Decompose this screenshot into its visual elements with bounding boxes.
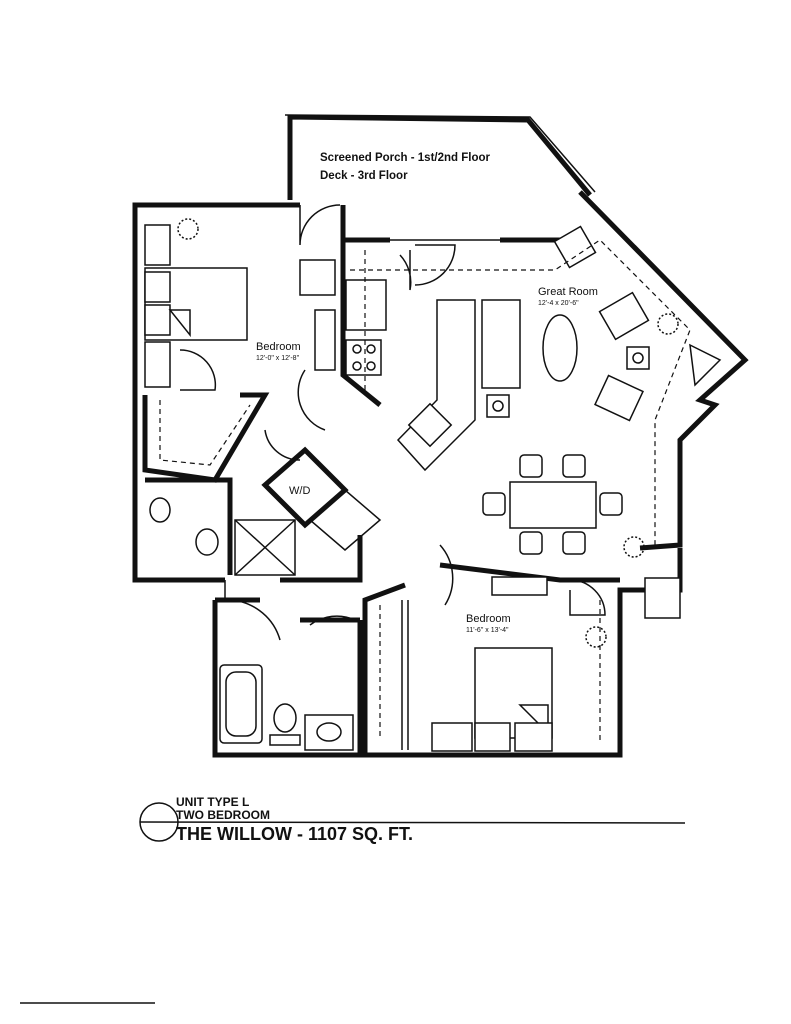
title-block: UNIT TYPE L TWO BEDROOM THE WILLOW - 110… [139,795,686,844]
bedroom-1-label: Bedroom [256,341,301,353]
laundry-label: W/D [289,485,310,497]
deck-label: Deck - 3rd Floor [320,170,408,182]
bathroom-2 [219,664,354,751]
porch-label: Screened Porch - 1st/2nd Floor [320,152,491,164]
bedroom-count: TWO BEDROOM [176,808,270,822]
bedroom-2-label: Bedroom [466,613,511,625]
bedroom-1-furniture [144,224,336,388]
unit-type: UNIT TYPE L [176,795,249,809]
kitchen [345,250,521,472]
great-room-furniture [350,225,722,555]
laundry-closet [261,446,382,551]
plan-title: THE WILLOW - 1107 SQ. FT. [176,824,413,844]
bedroom-2-furniture [379,576,681,752]
doors [179,204,606,641]
great-room-size: 12'-4 x 20'-6" [538,300,579,307]
exterior-walls [132,190,749,758]
light-fixture-icons [177,218,679,648]
bedroom-1-size: 12'-0" x 12'-8" [256,355,300,362]
bedroom-2-size: 11'-6" x 13'-4" [466,627,509,634]
great-room-label: Great Room [538,286,598,298]
bedroom-1-closet [142,392,296,576]
